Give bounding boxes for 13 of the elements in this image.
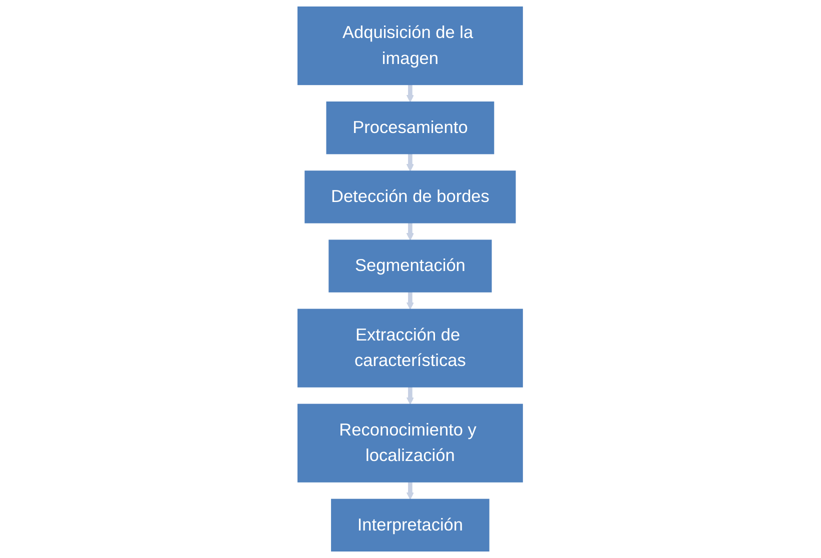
node-box: Extracción de características	[298, 308, 524, 388]
arrow	[406, 386, 414, 405]
arrow	[406, 153, 414, 172]
node-box: Adquisición de la imagen	[298, 6, 524, 86]
node-box: Procesamiento	[326, 102, 494, 154]
node-box: Segmentación	[328, 240, 492, 292]
node-box: Interpretación	[331, 498, 490, 552]
arrow	[406, 481, 414, 500]
arrow	[406, 222, 414, 240]
node-box: Reconocimiento y localización	[298, 404, 524, 482]
arrow	[406, 84, 414, 102]
arrow	[406, 291, 414, 310]
node-box: Detección de bordes	[304, 170, 516, 224]
